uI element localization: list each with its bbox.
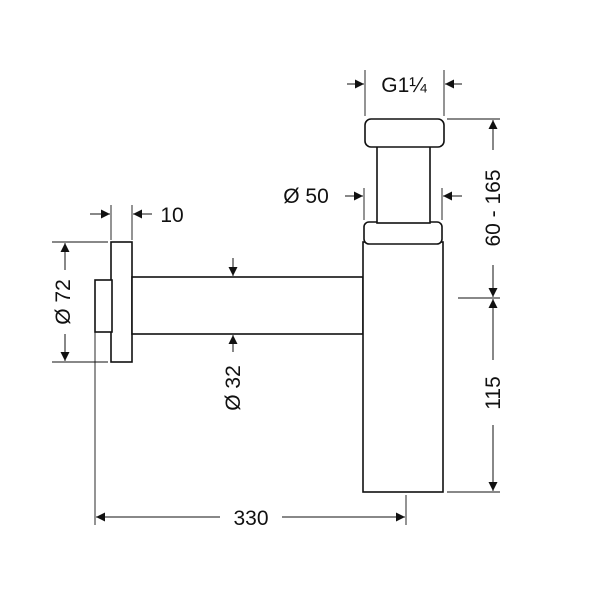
dimension-wall-flange-depth: 10 bbox=[90, 204, 184, 227]
trap-body-group bbox=[94, 118, 445, 493]
dimension-flange-diameter: Ø 72 bbox=[52, 243, 75, 361]
dimension-flange-diameter-label: Ø 72 bbox=[52, 279, 75, 325]
wall-flange bbox=[110, 241, 133, 363]
dimension-total-length-label: 330 bbox=[233, 507, 268, 530]
dimension-wall-flange-depth-label: 10 bbox=[160, 204, 183, 227]
dimension-pipe-diameter-label: Ø 32 bbox=[222, 365, 245, 411]
dimension-lower-height-label: 115 bbox=[482, 376, 505, 409]
dimension-lower-height: 115 bbox=[482, 299, 505, 491]
outlet-tube bbox=[376, 144, 431, 224]
dimension-total-length: 330 bbox=[96, 507, 405, 530]
dimension-outlet-diameter-label: Ø 50 bbox=[283, 185, 329, 208]
dimension-pipe-diameter: Ø 32 bbox=[222, 258, 245, 411]
extension-lines bbox=[52, 70, 500, 525]
horizontal-pipe bbox=[131, 276, 364, 335]
dimension-thread: G1¼ bbox=[347, 74, 462, 97]
flange-collar bbox=[94, 279, 113, 333]
trap-bottle-body bbox=[362, 241, 444, 493]
thread-nut bbox=[364, 118, 445, 148]
bottle-cap-ring bbox=[363, 221, 443, 245]
dimension-height-adjust-label: 60 - 165 bbox=[482, 169, 505, 246]
dimension-thread-label: G1¼ bbox=[381, 74, 427, 97]
dimension-outlet-diameter: Ø 50 bbox=[283, 185, 462, 208]
dimension-height-adjust: 60 - 165 bbox=[482, 120, 505, 297]
